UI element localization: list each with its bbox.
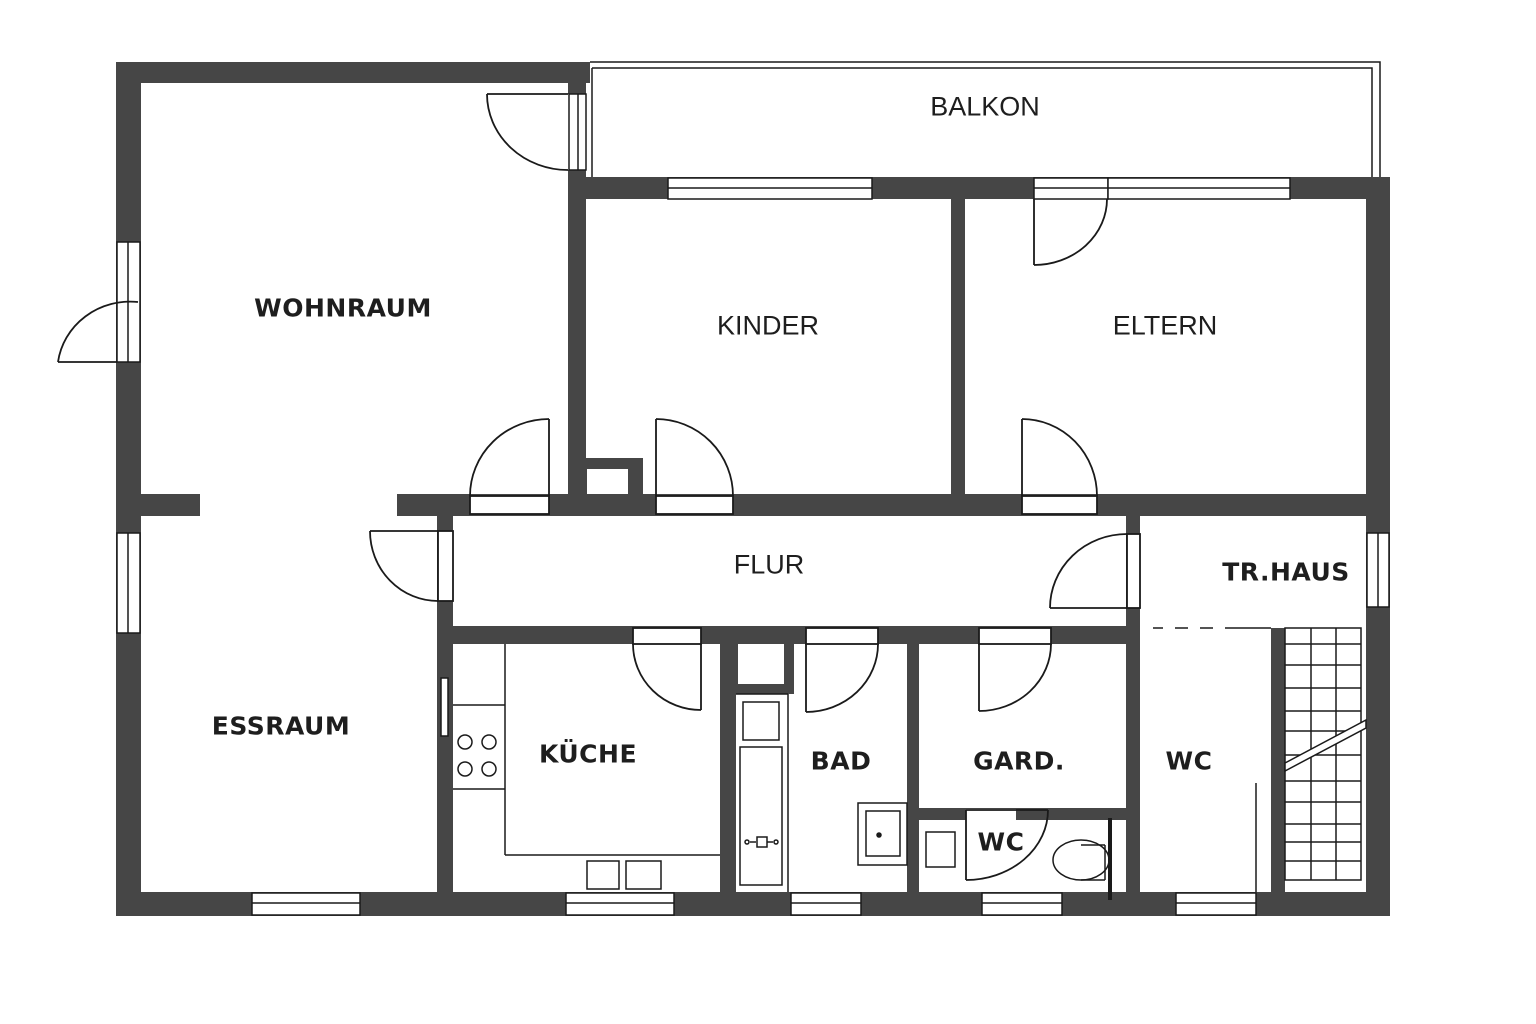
doors	[57, 93, 1141, 881]
room-label-wc-small: WC	[977, 827, 1025, 857]
bathroom-fixtures	[736, 693, 908, 892]
room-label-gard: GARD.	[973, 746, 1065, 776]
room-label-essraum: ESSRAUM	[211, 711, 351, 741]
staircase	[1153, 627, 1367, 892]
room-label-wc-large: WC	[1165, 746, 1213, 776]
room-label-balkon: BALKON	[930, 91, 1040, 122]
wc-fixtures	[925, 818, 1112, 900]
shafts	[587, 469, 784, 684]
room-label-kueche: KÜCHE	[538, 739, 638, 769]
room-label-trhaus: TR.HAUS	[1222, 557, 1350, 587]
kitchen-fixtures	[453, 644, 720, 890]
balkon-outline	[590, 61, 1381, 177]
room-label-eltern: ELTERN	[1112, 310, 1218, 341]
room-label-flur: FLUR	[733, 549, 805, 580]
windows	[116, 93, 1390, 916]
room-label-wohnraum: WOHNRAUM	[254, 293, 432, 323]
room-label-kinder: KINDER	[716, 310, 820, 341]
room-label-bad: BAD	[810, 746, 872, 776]
